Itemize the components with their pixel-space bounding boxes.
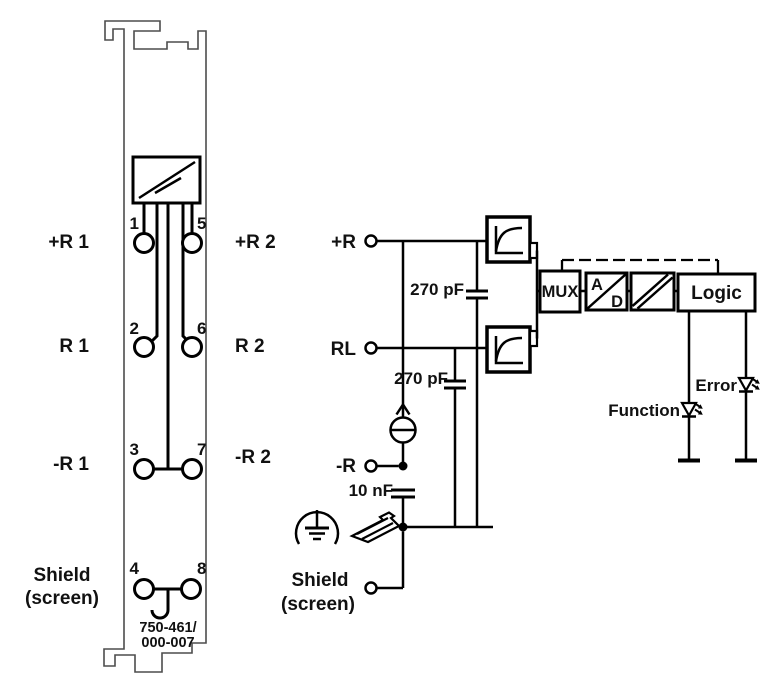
label-screen: (screen): [281, 594, 355, 615]
terminal-7: [181, 458, 203, 480]
isolation-box-icon: [131, 155, 202, 205]
terminal-7-number: 7: [197, 440, 206, 459]
capacitor-10nf-value: 10 nF: [349, 481, 393, 500]
functional-earth-icon: [294, 510, 340, 545]
function-led-label: Function: [608, 401, 680, 420]
module-terminals: [133, 232, 203, 600]
galvanic-isolation-icon: [629, 271, 676, 312]
input-terminal-plus-r: [364, 234, 378, 248]
terminal-6-number: 6: [197, 319, 206, 338]
input-terminal-minus-r: [364, 459, 378, 473]
input-terminal-shield: [364, 581, 378, 595]
dashed-line-ticks: [560, 260, 720, 273]
junction-dot-minus-r: [398, 461, 408, 471]
ad-converter-a-label: A: [591, 276, 603, 294]
circuit-diagram: +R RL -R Shield (screen): [281, 215, 760, 615]
label-minus-r1: -R 1: [53, 454, 89, 475]
label-shield: Shield: [291, 570, 348, 591]
terminal-2: [133, 336, 155, 358]
label-minus-r: -R: [336, 456, 356, 477]
terminal-3: [133, 458, 155, 480]
label-module-shield: Shield: [33, 565, 90, 586]
label-r1: R 1: [59, 336, 89, 357]
current-source-icon: [389, 402, 417, 444]
function-led-icon: [680, 401, 703, 418]
label-rl: RL: [331, 339, 357, 360]
terminal-8-number: 8: [197, 559, 206, 578]
terminal-4-number: 4: [130, 559, 140, 578]
part-number-line2: 000-007: [141, 635, 194, 651]
terminal-3-number: 3: [130, 440, 139, 459]
label-module-screen: (screen): [25, 588, 99, 609]
terminal-2-number: 2: [130, 319, 139, 338]
terminal-8: [180, 578, 202, 600]
input-terminal-rl: [364, 341, 378, 355]
terminal-5: [181, 232, 203, 254]
circuit-wires: [377, 239, 493, 590]
capacitor-270pf-rl-value: 270 pF: [394, 369, 448, 388]
bus-module: 1 5 2 6 3 7 4 8 750-461/ 000-007 +R 1 R …: [25, 20, 276, 673]
shield-hook-icon: [150, 589, 170, 620]
lowpass-filter-icon-top: [485, 215, 539, 264]
error-led-icon: [737, 376, 760, 393]
din-rail-icon: [349, 511, 401, 544]
label-plus-r2: +R 2: [235, 232, 276, 253]
capacitor-270pf-plus-r: [466, 289, 488, 300]
label-minus-r2: -R 2: [235, 447, 271, 468]
ad-converter-d-label: D: [611, 293, 623, 311]
part-number-line1: 750-461/: [139, 620, 196, 636]
label-plus-r1: +R 1: [48, 232, 89, 253]
capacitor-10nf: [391, 488, 415, 499]
module-internal-wires: [142, 203, 194, 620]
terminal-6: [181, 336, 203, 358]
lowpass-filter-icon-bottom: [485, 325, 539, 374]
logic-label: Logic: [691, 283, 742, 304]
module-housing-outline: [103, 20, 207, 673]
label-r2: R 2: [235, 336, 265, 357]
ad-converter-block: [584, 271, 629, 312]
capacitor-270pf-rl: [444, 379, 466, 390]
label-plus-r: +R: [331, 232, 356, 253]
mux-label: MUX: [542, 283, 579, 301]
capacitor-270pf-plus-r-value: 270 pF: [410, 280, 464, 299]
junction-dot-shield: [398, 522, 408, 532]
terminal-5-number: 5: [197, 214, 206, 233]
error-led-label: Error: [695, 376, 737, 395]
terminal-1: [133, 232, 155, 254]
logic-block: [676, 272, 757, 313]
terminal-4: [133, 578, 155, 600]
terminal-1-number: 1: [130, 214, 139, 233]
